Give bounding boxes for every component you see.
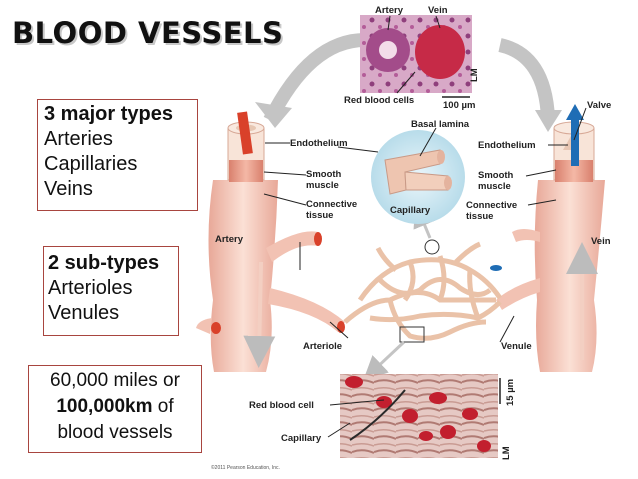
major-types-heading: 3 major types — [44, 103, 173, 125]
label-venule: Venule — [501, 341, 532, 352]
label-capillary-bottom: Capillary — [281, 433, 322, 444]
artery-vessel — [208, 180, 278, 372]
major-type-item: Capillaries — [44, 153, 138, 175]
label-vein-top: Vein — [428, 5, 448, 16]
capillary-zoom-box — [399, 326, 425, 343]
label-smooth-left-1: Smooth — [306, 169, 342, 180]
label-arteriole: Arteriole — [303, 341, 342, 352]
label-scale-top: 100 µm — [443, 100, 475, 111]
sub-types-box: 2 sub-types Arterioles Venules — [43, 246, 179, 336]
length-fact-line3: blood vessels — [57, 422, 173, 443]
label-artery-top: Artery — [375, 5, 404, 16]
sub-types-heading: 2 sub-types — [48, 252, 160, 274]
vein-blood-arrow — [571, 120, 579, 166]
length-fact-line2: 100,000km of — [29, 394, 201, 420]
copyright-notice: ©2011 Pearson Education, Inc. — [211, 464, 280, 471]
arteriole-branch — [268, 288, 345, 332]
major-types-box: 3 major types Arteries Capillaries Veins — [37, 99, 198, 211]
label-vein: Vein — [591, 236, 611, 247]
micrograph-vein — [415, 25, 465, 79]
capillary-bed — [343, 241, 503, 341]
label-connective-left-2: tissue — [306, 210, 333, 221]
label-valve: Valve — [587, 100, 611, 111]
label-smooth-right-2: muscle — [478, 181, 511, 192]
label-smooth-left-2: muscle — [306, 180, 339, 191]
sub-type-item: Venules — [48, 302, 120, 324]
label-connective-left-1: Connective — [306, 199, 357, 210]
flow-arrow-left — [263, 33, 366, 124]
length-fact-box: 60,000 miles or 100,000km of blood vesse… — [28, 365, 202, 453]
length-fact-of: of — [152, 396, 174, 417]
label-connective-right-1: Connective — [466, 200, 517, 211]
label-endothelium-left: Endothelium — [290, 138, 348, 149]
label-connective-right-2: tissue — [466, 211, 493, 222]
label-lm-top: LM — [469, 68, 480, 82]
label-basal-lamina: Basal lamina — [411, 119, 470, 130]
artery-blood-arrow — [237, 111, 253, 155]
label-red-blood-cell: Red blood cell — [249, 400, 314, 411]
flow-arrow-right — [498, 38, 555, 119]
vein-vessel — [534, 180, 605, 372]
artery-muscle-layer — [229, 160, 263, 182]
sub-type-item: Arterioles — [48, 277, 133, 299]
label-scale-bottom: 15 µm — [505, 379, 516, 406]
length-fact-line1: 60,000 miles or — [50, 370, 180, 391]
flow-arrow-right-head — [535, 110, 562, 132]
label-smooth-right-1: Smooth — [478, 170, 514, 181]
label-lm-bottom: LM — [501, 446, 512, 460]
vein-muscle-layer — [555, 160, 593, 182]
capillary-zoom-marker — [424, 239, 440, 255]
micrograph-red-cells — [345, 376, 491, 452]
page-title: BLOOD VESSELS — [12, 16, 284, 50]
major-type-item: Arteries — [44, 128, 113, 150]
label-endothelium-right: Endothelium — [478, 140, 536, 151]
artery-branch-top — [266, 231, 318, 262]
label-red-blood-cells: Red blood cells — [344, 95, 414, 106]
flow-arrow-left-head — [255, 102, 292, 128]
venule-branch — [496, 278, 540, 310]
length-fact-bold: 100,000km — [56, 396, 153, 417]
label-capillary-mid: Capillary — [390, 205, 431, 216]
major-type-item: Veins — [44, 178, 93, 200]
label-artery: Artery — [215, 234, 244, 245]
